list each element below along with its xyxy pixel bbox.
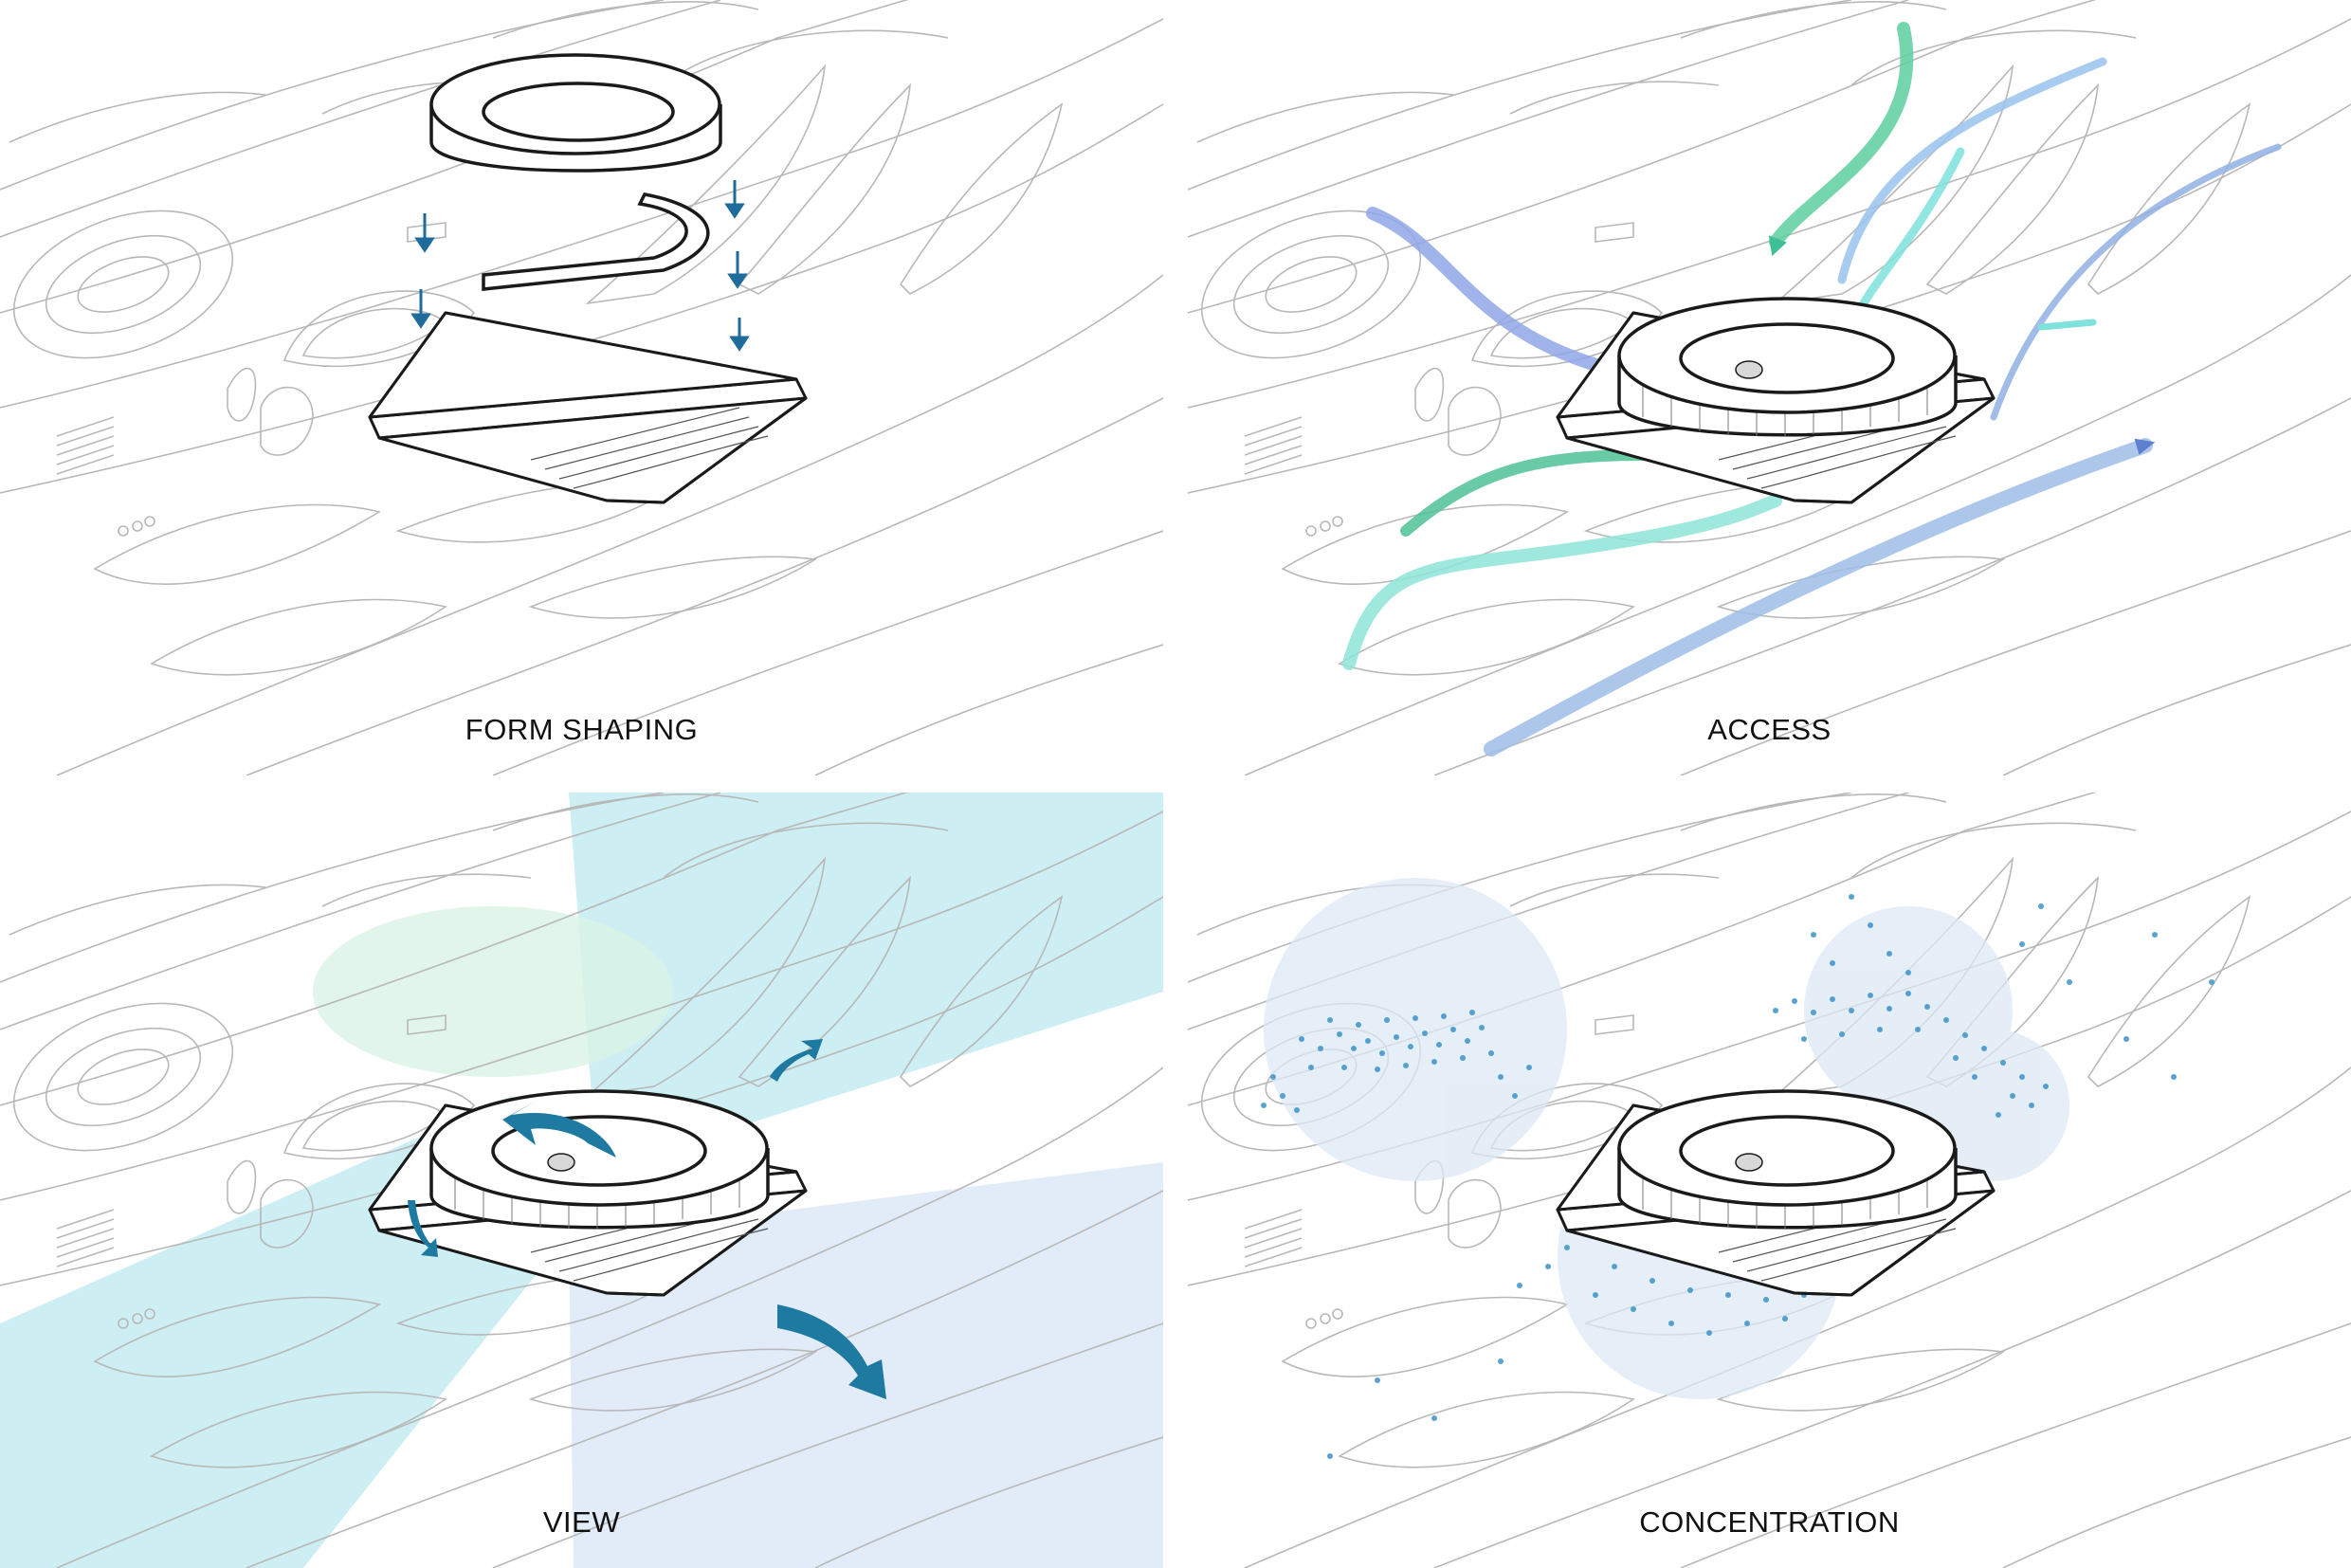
panel-caption: ACCESS <box>1707 713 1832 746</box>
panel-caption: CONCENTRATION <box>1639 1505 1900 1539</box>
panel-caption: VIEW <box>542 1505 621 1539</box>
panel-access: ACCESS <box>1188 0 2351 775</box>
panel-form-shaping: FORM SHAPING <box>0 0 1163 775</box>
panel-concentration: CONCENTRATION <box>1188 793 2351 1568</box>
panel-caption: FORM SHAPING <box>465 713 699 746</box>
down-arrow-icons <box>410 180 750 352</box>
panel-view: VIEW <box>0 793 1163 1568</box>
view-direction-arrows <box>408 1039 886 1399</box>
